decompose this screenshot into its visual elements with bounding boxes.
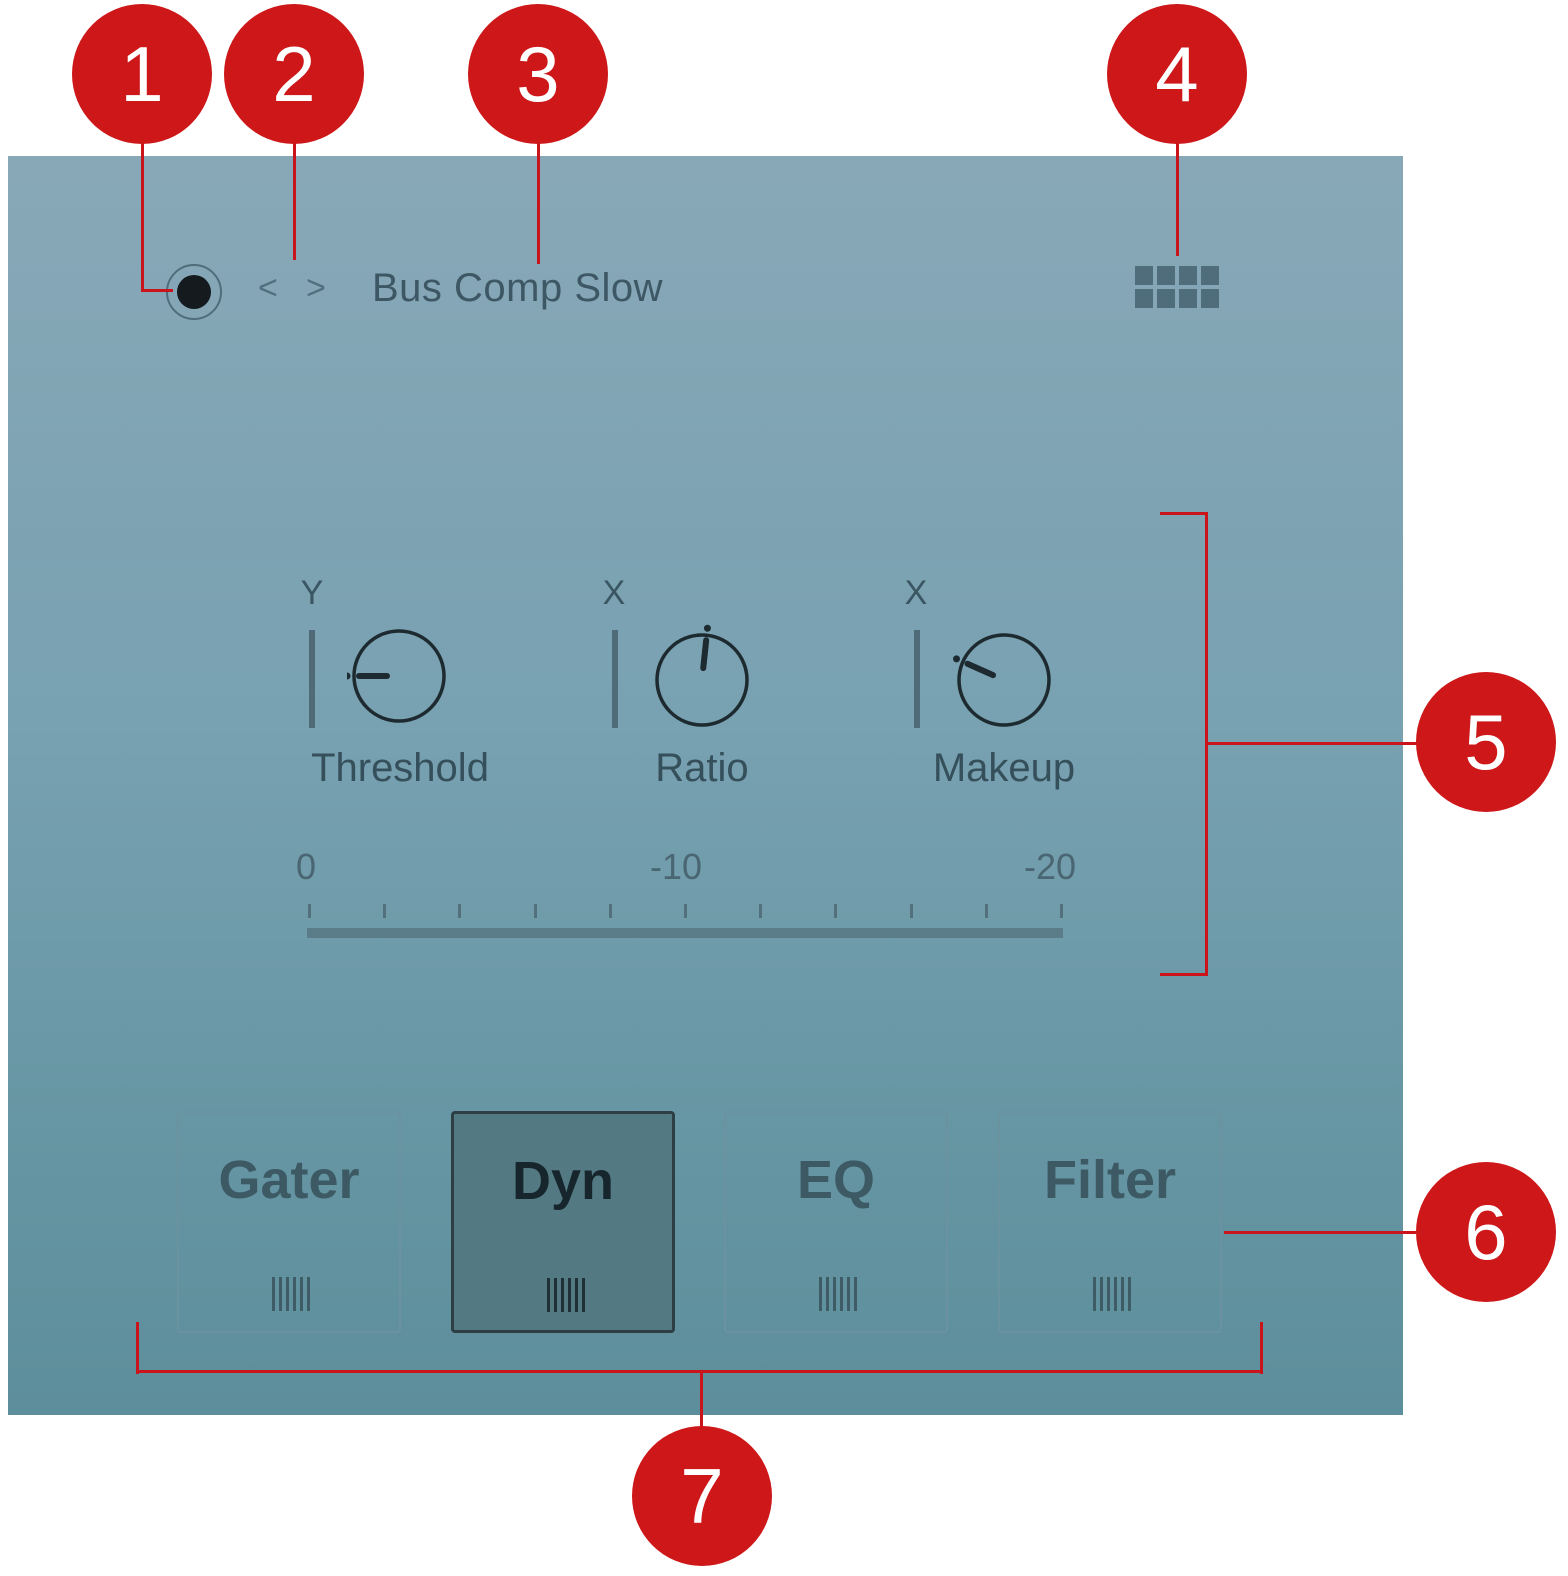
power-dot-icon [177,275,211,309]
scale-label-10: -10 [650,846,703,887]
plugin-panel [8,156,1403,1415]
meter-tick [308,904,311,918]
knob-label-threshold: Threshold [311,746,489,790]
tab-filter[interactable]: Filter [998,1111,1222,1333]
callout-badge-4: 4 [1107,4,1247,144]
callout-badge-5: 5 [1416,672,1556,812]
knob-label-makeup: Makeup [932,746,1076,790]
callout-badge-1: 1 [72,4,212,144]
tab-eq[interactable]: EQ [724,1111,948,1333]
tab-label-eq: EQ [796,1150,876,1210]
knob-pointer [964,660,997,679]
power-button[interactable] [166,264,222,320]
knob-label-ratio: Ratio [655,746,749,790]
tab-dyn[interactable]: Dyn [451,1111,675,1333]
meter-tick [684,904,687,918]
meter-tick [759,904,763,918]
callout-line-5 [1205,742,1417,745]
grip-lines-icon [1093,1277,1131,1311]
callout-badge-7: 7 [632,1426,772,1566]
callout-line-1 [141,138,144,292]
meter-tick [458,904,462,918]
makeup-knob[interactable] [952,624,1056,728]
callout-line-2 [293,138,296,260]
ratio-knob[interactable] [650,624,754,728]
knob-ring [655,633,749,727]
chevron-right-icon[interactable]: > [306,269,326,307]
meter-tick [1060,904,1063,918]
callout-bracket-5-bottom [1160,973,1208,976]
callout-bracket-5-top [1160,512,1208,515]
knob-pointer [700,637,710,672]
callout-line-1-h [141,289,173,292]
knob-ring [352,629,446,723]
chevron-left-icon[interactable]: < [258,269,278,307]
meter-tick [984,904,988,918]
knob-tag-ratio: X [602,574,626,612]
meter-tick [834,904,838,918]
knob-value-dot [952,655,960,663]
callout-line-3 [537,138,540,264]
knob-ring [957,633,1051,727]
knob-mod-bar-makeup [914,630,920,728]
tab-label-gater: Gater [218,1150,360,1210]
grip-lines-icon [819,1277,857,1311]
knob-value-dot [347,672,351,680]
callout-line-4 [1176,138,1179,256]
callout-bracket-7-bottom [136,1370,1263,1373]
preset-name[interactable]: Bus Comp Slow [372,266,664,310]
scale-label-0: 0 [296,846,317,887]
knob-tag-threshold: Y [300,574,324,612]
callout-line-7 [700,1372,703,1430]
tab-label-filter: Filter [1043,1150,1177,1210]
callout-badge-3: 3 [468,4,608,144]
grip-lines-icon [547,1278,585,1312]
knob-mod-bar-threshold [309,630,315,728]
callout-bracket-7-left [136,1322,139,1374]
grid-view-icon[interactable] [1135,266,1219,308]
meter-tick [608,904,612,918]
gain-reduction-meter [307,928,1063,938]
callout-line-6 [1224,1231,1416,1234]
threshold-knob[interactable] [347,620,451,724]
callout-badge-6: 6 [1416,1162,1556,1302]
meter-tick [383,904,387,918]
meter-tick [533,904,537,918]
callout-badge-2: 2 [224,4,364,144]
scale-label-20: -20 [1024,846,1077,887]
callout-bracket-7-right [1260,1322,1263,1374]
grip-lines-icon [272,1277,310,1311]
knob-mod-bar-ratio [612,630,618,728]
tab-label-dyn: Dyn [511,1151,614,1211]
meter-tick [909,904,913,918]
knob-value-dot [703,624,711,632]
tab-gater[interactable]: Gater [177,1111,401,1333]
knob-tag-makeup: X [904,574,928,612]
